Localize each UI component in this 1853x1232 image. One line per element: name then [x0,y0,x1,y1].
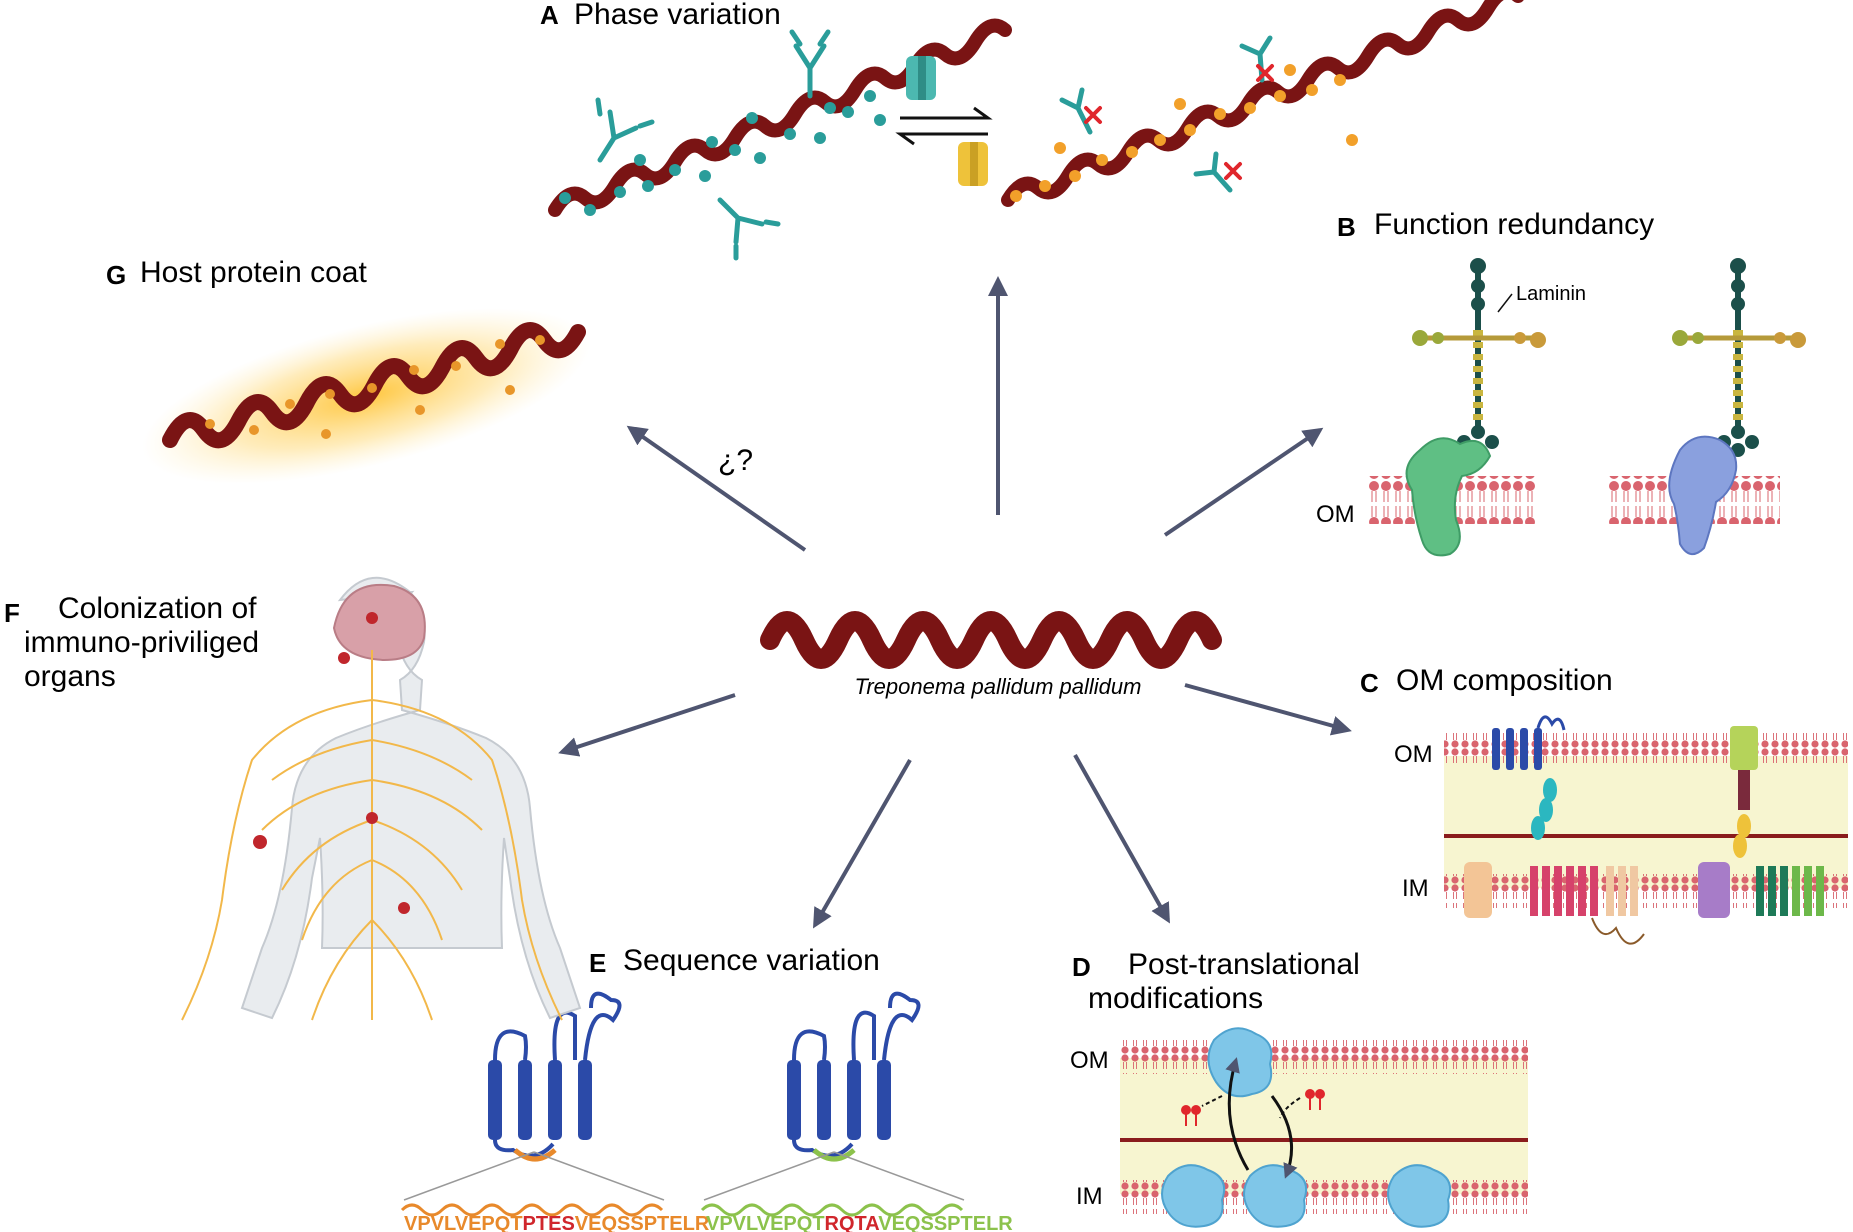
panel-f-title-3: organs [24,660,116,693]
laminin-molecule-left [1412,258,1546,457]
organism-name: Treponema pallidum pallidum [855,674,1142,699]
arrow-to-om-composition [1184,683,1352,736]
green-adhesin-protein [1405,437,1492,557]
laminin-label: Laminin [1516,283,1586,305]
phase-variant-orange-spirochete [1001,0,1524,207]
arrow-to-function-redundancy [1163,427,1324,537]
panel-a-title: Phase variation [574,0,781,31]
center-spirochete [760,611,1222,669]
antibody-icon [595,29,831,261]
outer-membrane-protein-variant-1 [400,991,665,1217]
panel-c-title: OM composition [1396,664,1613,697]
inner-membrane-proteins [1464,862,1824,945]
phase-variant-teal-spirochete [548,18,1012,217]
blue-adhesin-protein [1668,435,1738,555]
hand-lesion-icon [253,835,267,849]
sequence-variant-1: VPVLVEPQTPTESVEQSSPTELR [404,1213,710,1232]
panel-b-om-label: OM [1316,501,1355,528]
panel-g-letter: G [106,260,126,290]
leg-lesion-icon [398,902,410,914]
arrow-to-sequence-variation [813,759,912,929]
panel-g-title: Host protein coat [140,256,367,289]
unknown-mechanism-label: ¿? [718,444,753,477]
panel-c-letter: C [1360,668,1379,698]
laminin-pointer [1497,293,1513,313]
tolc-like-protein [1730,726,1758,858]
export-cycle-arrows [1225,1057,1298,1179]
yellow-channel-icon [958,142,988,186]
laminin-molecule-right [1672,258,1806,457]
lipid-modification-icon [1181,1089,1325,1126]
sequence-1-variable: PTES [523,1213,575,1232]
panel-f-title-1: Colonization of [58,592,257,625]
panel-d-om-label: OM [1070,1047,1109,1074]
panel-d-im-label: IM [1076,1183,1103,1210]
beta-barrel-protein [1492,715,1566,770]
coated-spirochete [162,322,586,449]
arrow-to-host-protein-coat [626,425,807,552]
outer-membrane-protein-variant-2 [700,991,965,1217]
block-cross-icon [1084,64,1274,180]
lipoprotein-chain [1531,778,1557,840]
switch-arrows [895,106,993,146]
panel-e-title: Sequence variation [623,944,880,977]
panel-b-title: Function redundancy [1374,208,1654,241]
teal-channel-icon [906,56,936,100]
sequence-1-suffix: VEQSSPTELR [575,1213,710,1232]
panel-b-letter: B [1337,212,1356,242]
sequence-2-prefix: VPVLVEPQT [706,1213,825,1232]
panel-d-letter: D [1072,952,1091,982]
arrows [558,276,1352,929]
arrow-to-post-translational [1073,754,1170,924]
human-body-nervous-system [181,576,582,1021]
panel-d-title-1: Post-translational [1128,948,1360,981]
arrow-to-colonization [558,693,736,757]
spinal-lesion-icon [366,812,378,824]
modified-protein-cluster [1161,1027,1452,1228]
panel-a-letter: A [540,0,559,30]
panel-c-im-label: IM [1402,875,1429,902]
outer-membrane-c [1444,730,1848,764]
sequence-variant-2: VPVLVEPQTRQTAVEQSSPTELR [706,1213,1013,1232]
sequence-2-suffix: VEQSSPTELR [878,1213,1013,1232]
outer-membrane-d [1120,1040,1528,1074]
sequence-2-variable: RQTA [825,1213,880,1232]
sequence-1-prefix: VPVLVEPQT [404,1213,523,1232]
panel-e-letter: E [589,948,606,978]
panel-c-om-label: OM [1394,741,1433,768]
panel-f-letter: F [4,598,20,628]
panel-d-title-2: modifications [1088,982,1263,1015]
panel-f-title-2: immuno-priviliged [24,626,259,659]
brain-lesion-icon [366,612,378,624]
eye-lesion-icon [338,652,350,664]
